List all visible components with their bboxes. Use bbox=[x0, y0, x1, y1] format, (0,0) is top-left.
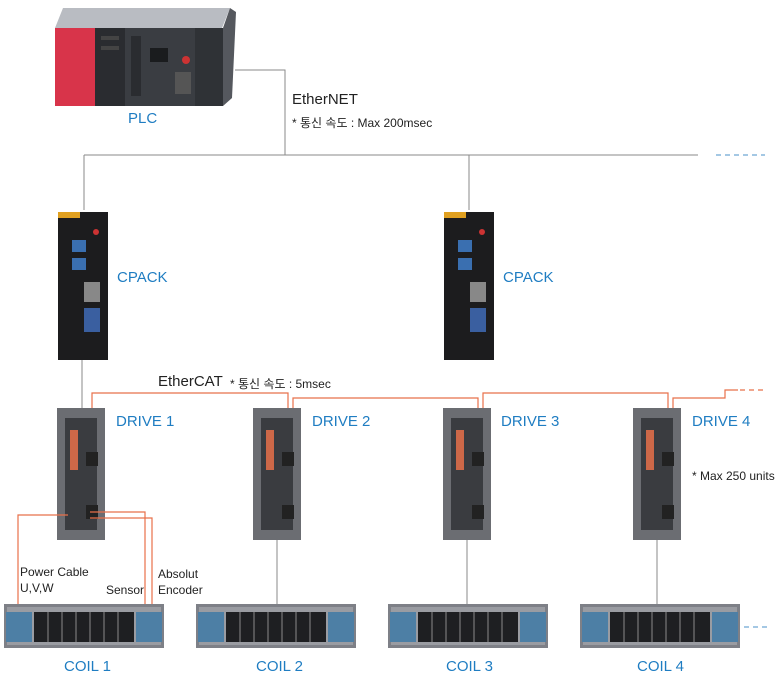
coil-label-4: COIL 4 bbox=[637, 658, 684, 675]
power-cable-sub-label: U,V,W bbox=[20, 581, 54, 595]
drive-device-3 bbox=[443, 408, 491, 540]
drive-label-3: DRIVE 3 bbox=[501, 413, 560, 430]
drive-device-4 bbox=[633, 408, 681, 540]
coil-label-1: COIL 1 bbox=[64, 658, 111, 675]
coil-device-1 bbox=[4, 604, 164, 648]
ethernet-title: EtherNET bbox=[292, 91, 358, 108]
drive-device-2 bbox=[253, 408, 301, 540]
cpack-label-2: CPACK bbox=[503, 269, 554, 286]
drive-label-2: DRIVE 2 bbox=[312, 413, 371, 430]
cpack-device-1 bbox=[58, 212, 108, 360]
drive-label-4: DRIVE 4 bbox=[692, 413, 751, 430]
drive-device-1 bbox=[57, 408, 105, 540]
encoder-label: Absolut bbox=[158, 567, 199, 581]
cpack-device-2 bbox=[444, 212, 494, 360]
max-units-note: * Max 250 units bbox=[692, 469, 775, 483]
ethercat-title: EtherCAT bbox=[158, 373, 223, 390]
coil-device-4 bbox=[580, 604, 740, 648]
drive1-coil1-cables bbox=[17, 511, 153, 620]
plc-label: PLC bbox=[128, 110, 158, 127]
coil-device-3 bbox=[388, 604, 548, 648]
coil-device-2 bbox=[196, 604, 356, 648]
sensor-label: Sensor bbox=[106, 583, 145, 597]
plc-device bbox=[55, 8, 236, 106]
drive-label-1: DRIVE 1 bbox=[116, 413, 175, 430]
cpack-label-1: CPACK bbox=[117, 269, 168, 286]
ethernet-network bbox=[83, 69, 698, 210]
power-cable-label: Power Cable bbox=[20, 565, 89, 579]
coil-label-2: COIL 2 bbox=[256, 658, 303, 675]
drive-coil-links bbox=[276, 540, 658, 604]
ethernet-speed-note: * 통신 속도 : Max 200msec bbox=[292, 116, 433, 130]
ethercat-speed-note: * 통신 속도 : 5msec bbox=[230, 377, 331, 391]
coil-label-3: COIL 3 bbox=[446, 658, 493, 675]
encoder-sub-label: Encoder bbox=[158, 583, 203, 597]
